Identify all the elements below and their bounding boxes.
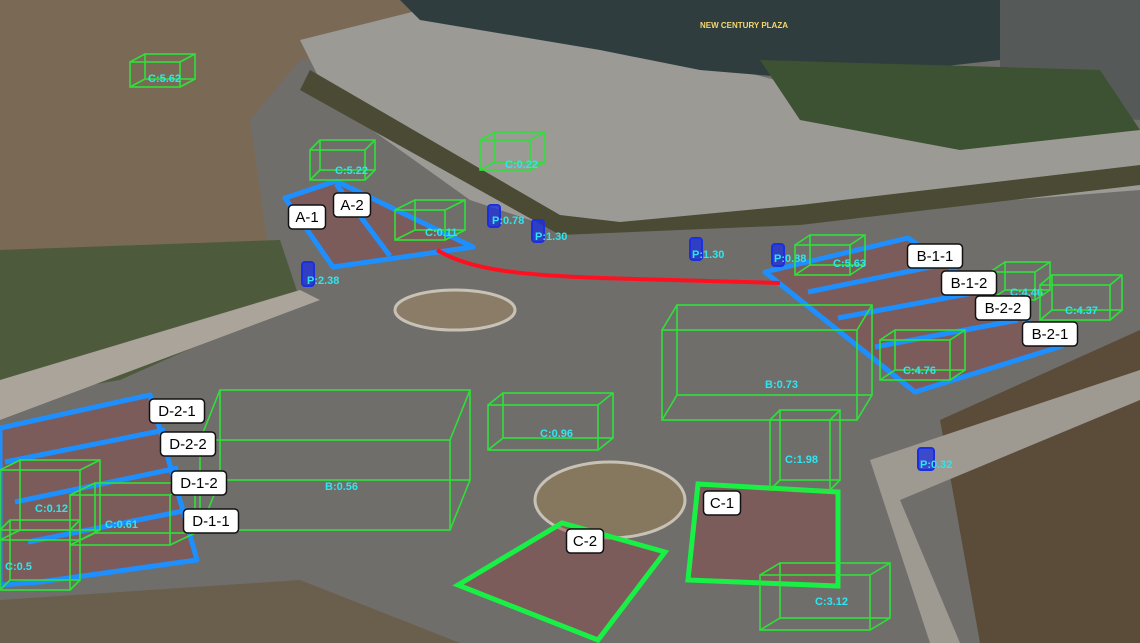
zone-label-text: D-2-2	[169, 436, 207, 453]
vehicle-3d-box: C:4.76	[879, 329, 966, 381]
zone-label-b-2-2: B-2-2	[974, 295, 1032, 321]
vehicle-3d-box: B:0.73	[661, 304, 873, 421]
vehicle-trajectory	[435, 248, 781, 285]
detection-label: C:0.12	[35, 503, 68, 515]
traffic-island-top	[393, 288, 517, 332]
trees-bottom-left	[0, 580, 460, 643]
vehicle-3d-box: C:3.12	[759, 562, 891, 631]
zone-d	[0, 392, 200, 588]
detection-label: P:1.30	[692, 249, 724, 261]
detection-label: C:0.11	[425, 227, 457, 239]
zone-label-b-1-1: B-1-1	[906, 243, 964, 269]
detection-label: P:0.78	[492, 215, 524, 227]
zone-label-c-1: C-1	[702, 490, 742, 516]
zone-label-text: D-2-1	[158, 403, 196, 420]
dry-vegetation-area	[0, 0, 420, 290]
detection-label: C:0.5	[5, 561, 32, 573]
zone-label-d-1-2: D-1-2	[170, 470, 228, 496]
pedestrian-box: P:0.88	[771, 243, 806, 267]
zone-label-text: A-1	[295, 209, 318, 226]
detection-label: C:4.37	[1065, 305, 1098, 317]
zone-label-text: B-1-2	[951, 275, 988, 292]
zone-label-d-1-1: D-1-1	[182, 508, 240, 534]
detection-label: C:0.61	[105, 519, 138, 531]
zone-label-text: D-1-2	[180, 475, 218, 492]
zone-label-a-2: A-2	[332, 192, 372, 218]
detection-label: C:4.76	[903, 365, 936, 377]
detection-label: P:1.30	[535, 231, 567, 243]
zone-c-2	[452, 520, 670, 643]
detection-label: C:5.62	[148, 73, 181, 85]
detection-label: P:0.88	[774, 253, 806, 265]
zone-label-text: B-1-1	[917, 248, 954, 265]
zone-label-b-1-2: B-1-2	[940, 270, 998, 296]
vehicle-3d-box: B:0.56	[199, 389, 471, 531]
zone-labels: A-1 A-2B-1-1B-1-2B-2-2B-2-1D-2-1D-2-2D-1-…	[148, 192, 1079, 554]
zone-label-text: B-2-1	[1032, 326, 1069, 343]
detection-label: C:3.12	[815, 596, 848, 608]
pedestrian-box: P:2.38	[301, 261, 339, 287]
detection-label: C:5.63	[833, 258, 866, 270]
detection-label: C:5.22	[335, 165, 368, 177]
zone-label-text: C-2	[573, 533, 597, 550]
detection-label: C:1.98	[785, 454, 818, 466]
zone-label-text: D-1-1	[192, 513, 230, 530]
vehicle-3d-box: C:4.37	[1039, 274, 1123, 321]
vehicle-3d-box: C:0.5	[0, 519, 81, 591]
hedge	[300, 70, 1140, 235]
detection-label: P:2.38	[307, 275, 339, 287]
zone-label-a-1: A-1	[287, 204, 327, 230]
zone-label-text: A-2	[340, 197, 363, 214]
pedestrian-box: P:1.30	[689, 237, 724, 261]
zone-label-text: B-2-2	[985, 300, 1022, 317]
zone-label-d-2-1: D-2-1	[148, 398, 206, 424]
detection-label: C:0.22	[505, 159, 538, 171]
vehicle-3d-box: C:5.62	[129, 53, 196, 88]
sidewalk-left	[0, 290, 320, 420]
parking-lot	[300, 10, 1140, 230]
zone-label-d-2-2: D-2-2	[159, 431, 217, 457]
pine-trees	[760, 60, 1140, 150]
sidewalk-right	[870, 370, 1140, 643]
vehicle-3d-box: C:5.22	[309, 139, 376, 181]
pedestrian-box: P:1.30	[531, 219, 567, 243]
detection-label: B:0.56	[325, 481, 358, 493]
zone-label-text: C-1	[710, 495, 734, 512]
building-new-century-plaza	[400, 0, 1000, 80]
vehicle-3d-box: C:1.98	[769, 409, 841, 491]
pedestrian-box: P:0.32	[917, 447, 952, 471]
vehicle-3d-box: C:5.63	[794, 234, 866, 276]
detection-label: B:0.73	[765, 379, 798, 391]
building-sign-text: NEW CENTURY PLAZA	[700, 21, 788, 30]
detection-label: C:0.96	[540, 428, 573, 440]
vehicle-3d-box: C:0.96	[487, 392, 614, 451]
vehicle-3d-box: C:0.22	[479, 131, 546, 171]
detection-label: P:0.32	[920, 459, 952, 471]
vehicle-3d-box: C:0.11	[394, 199, 466, 241]
zone-label-c-2: C-2	[565, 528, 605, 554]
pedestrian-box: P:0.78	[487, 204, 524, 228]
zone-label-b-2-1: B-2-1	[1021, 321, 1079, 347]
